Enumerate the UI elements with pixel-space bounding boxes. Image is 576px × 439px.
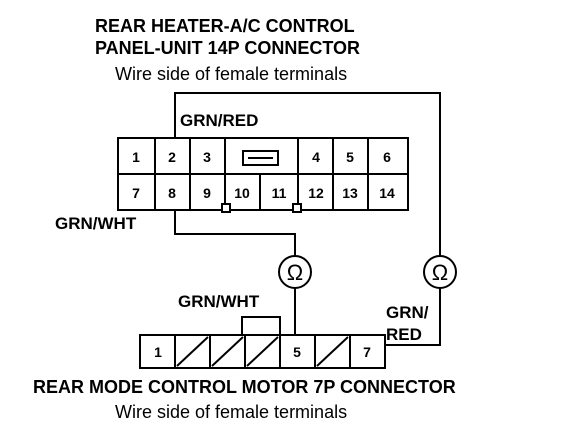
top-pin-5: 5 bbox=[346, 149, 354, 165]
top-pin-2: 2 bbox=[168, 149, 176, 165]
top-pin-7: 7 bbox=[132, 185, 140, 201]
top-pin-6: 6 bbox=[383, 149, 391, 165]
ohm-symbol-left: Ω bbox=[287, 260, 303, 285]
bottom-connector-subtitle: Wire side of female terminals bbox=[115, 402, 347, 422]
top-connector-subtitle: Wire side of female terminals bbox=[115, 64, 347, 84]
top-pin-9: 9 bbox=[203, 185, 211, 201]
connector-latch-icon bbox=[242, 150, 279, 166]
top-pin-1: 1 bbox=[132, 149, 140, 165]
top-pin-13: 13 bbox=[342, 185, 358, 201]
wire-label-grn-red-right-2: RED bbox=[386, 325, 422, 344]
top-pin-11: 11 bbox=[272, 185, 287, 201]
ohmmeter-left-icon: Ω bbox=[278, 255, 312, 289]
top-pin-3: 3 bbox=[203, 149, 211, 165]
top-pin-14: 14 bbox=[379, 185, 395, 201]
bottom-connector-latch-icon bbox=[241, 316, 281, 336]
ohmmeter-right-icon: Ω bbox=[423, 255, 457, 289]
wire-label-grn-wht-left: GRN/WHT bbox=[55, 214, 137, 233]
top-connector-title-line1: REAR HEATER-A/C CONTROL bbox=[95, 16, 355, 36]
top-connector-title-line2: PANEL-UNIT 14P CONNECTOR bbox=[95, 38, 360, 58]
bottom-pin-5: 5 bbox=[293, 344, 301, 360]
bottom-connector-title: REAR MODE CONTROL MOTOR 7P CONNECTOR bbox=[33, 377, 456, 397]
wire-label-grn-red-right-1: GRN/ bbox=[386, 303, 429, 322]
wire-label-grn-red-top: GRN/RED bbox=[180, 111, 258, 130]
top-pin-12: 12 bbox=[308, 185, 324, 201]
top-14p-connector bbox=[117, 137, 409, 213]
bottom-pin-1: 1 bbox=[154, 344, 162, 360]
bottom-7p-connector bbox=[139, 316, 386, 369]
top-pin-8: 8 bbox=[168, 185, 176, 201]
bottom-pin-7: 7 bbox=[363, 344, 371, 360]
grn-wht-wire bbox=[174, 210, 296, 256]
grn-red-wire bbox=[174, 92, 441, 256]
ohm-symbol-right: Ω bbox=[432, 260, 448, 285]
wire-label-grn-wht-bottom: GRN/WHT bbox=[178, 292, 260, 311]
top-pin-10: 10 bbox=[234, 185, 250, 201]
top-pin-4: 4 bbox=[312, 149, 320, 165]
